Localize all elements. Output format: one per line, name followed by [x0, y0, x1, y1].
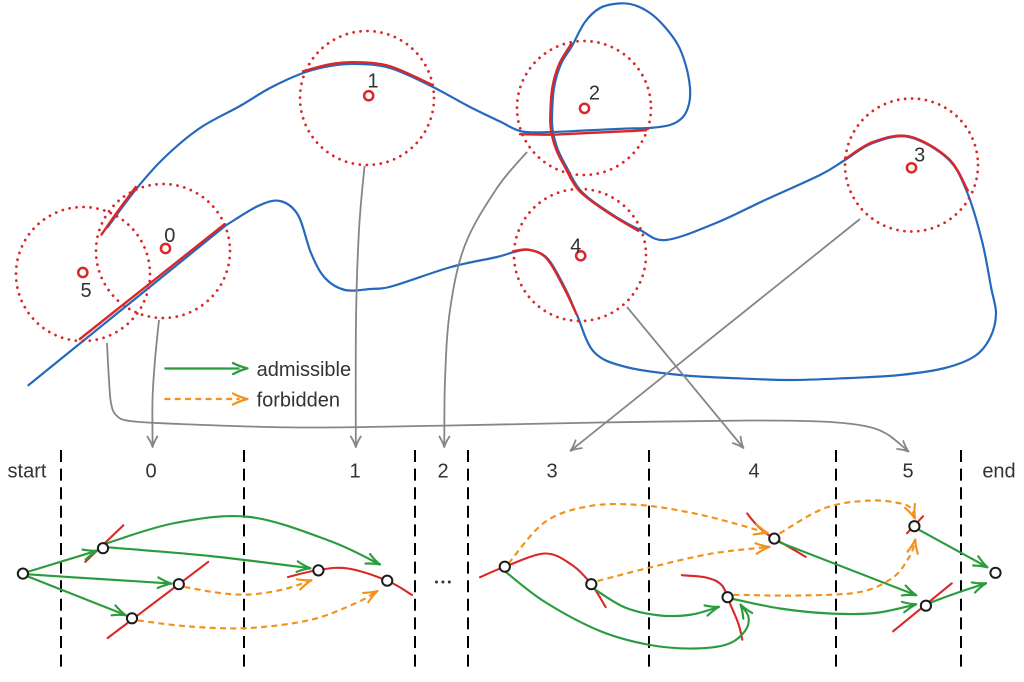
svg-text:1: 1 [367, 71, 378, 93]
svg-text:admissible: admissible [257, 359, 351, 381]
svg-text:2: 2 [437, 460, 448, 482]
svg-text:2: 2 [589, 82, 600, 104]
svg-text:0: 0 [145, 460, 156, 482]
svg-text:3: 3 [914, 145, 925, 167]
svg-text:start: start [8, 460, 47, 482]
svg-text:end: end [982, 460, 1015, 482]
svg-text:4: 4 [570, 236, 581, 258]
svg-text:1: 1 [349, 460, 360, 482]
svg-text:3: 3 [546, 460, 557, 482]
svg-text:4: 4 [748, 460, 759, 482]
svg-text:forbidden: forbidden [257, 389, 340, 411]
svg-text:5: 5 [902, 460, 913, 482]
svg-text:0: 0 [164, 225, 175, 247]
svg-text:5: 5 [80, 280, 91, 302]
